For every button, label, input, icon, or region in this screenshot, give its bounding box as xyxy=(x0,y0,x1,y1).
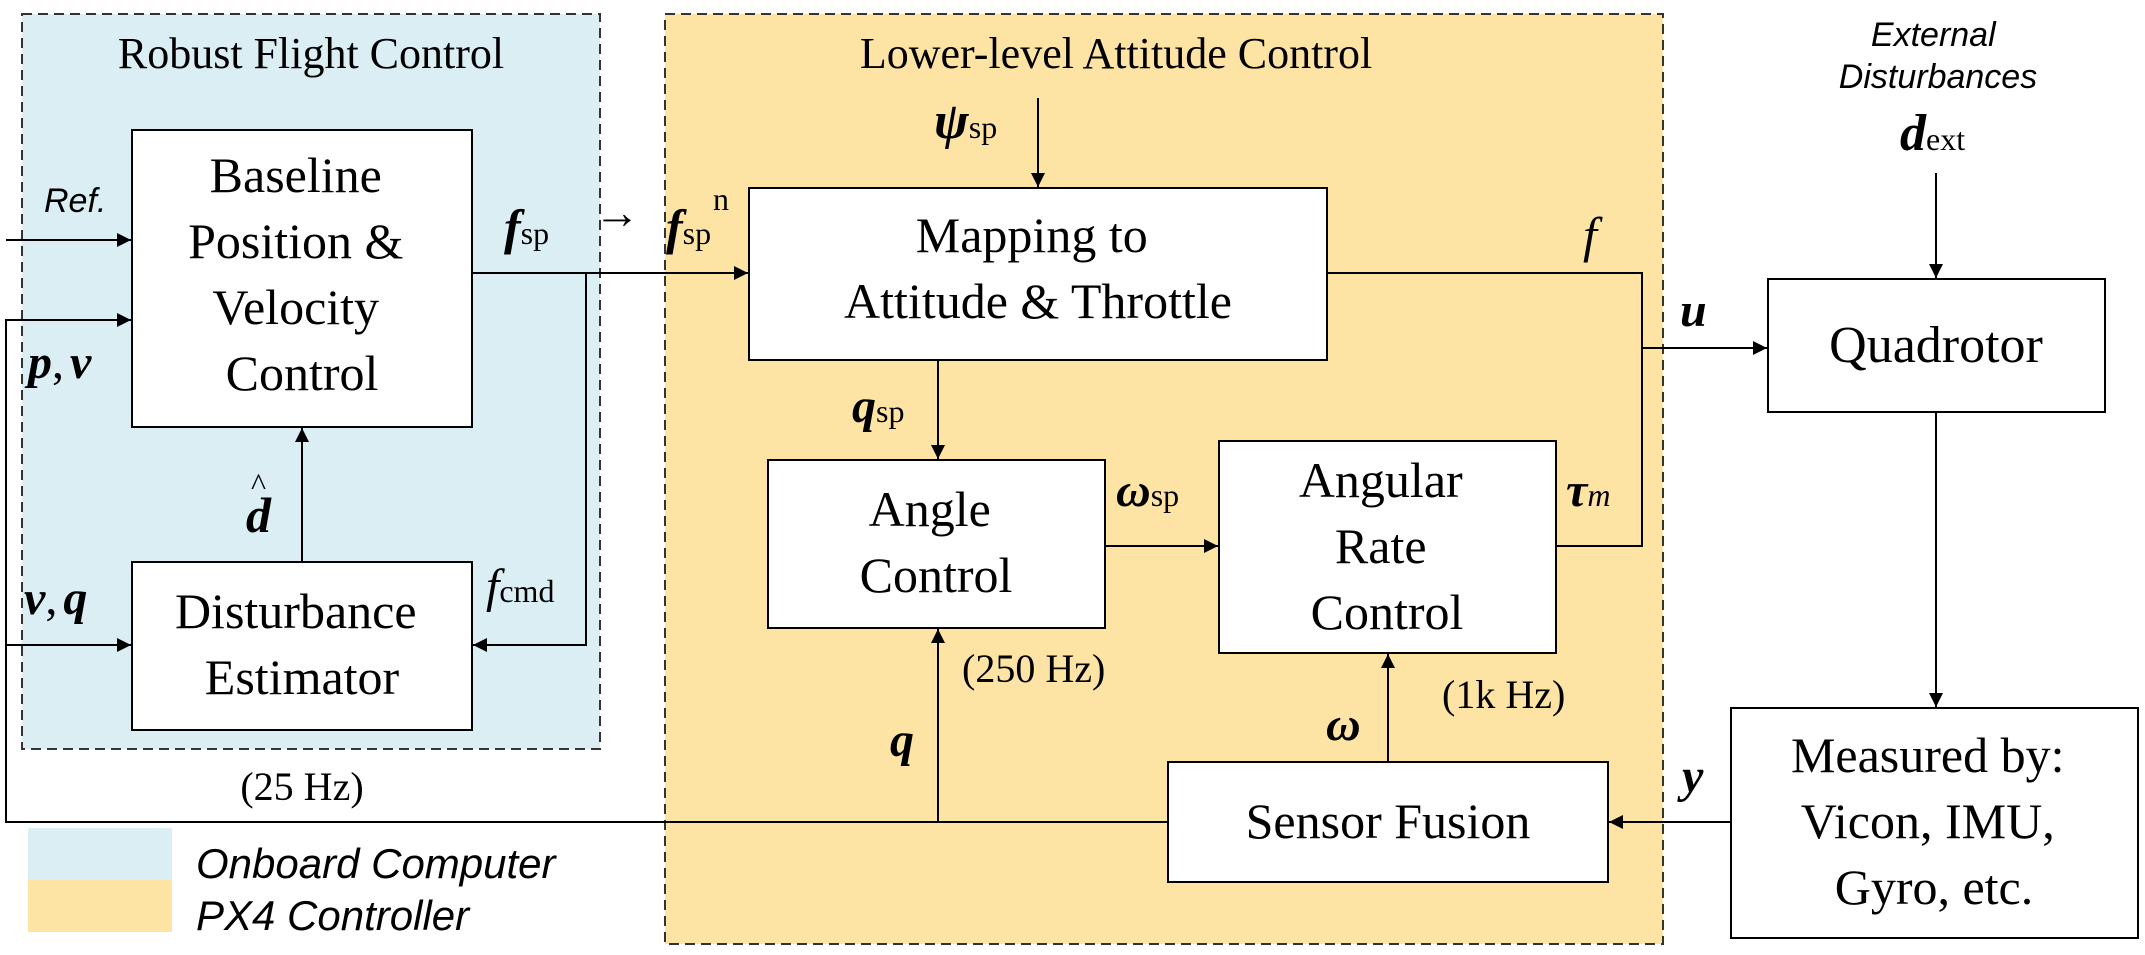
tau-line xyxy=(1556,348,1643,547)
angle-control-label: Angle Control xyxy=(860,481,1013,603)
f-throttle-line xyxy=(1327,272,1643,348)
disturbance-estimator-block xyxy=(131,561,473,731)
measured-by-label: Measured by: Vicon, IMU, Gyro, etc. xyxy=(1791,727,2077,915)
qsp-label: qsp xyxy=(852,380,904,433)
y-label: y xyxy=(1677,750,1704,803)
sensor-fusion-label: Sensor Fusion xyxy=(1246,793,1531,849)
psi-label: ψsp xyxy=(934,93,997,150)
u-label: u xyxy=(1680,284,1707,337)
rate-250hz: (250 Hz) xyxy=(962,646,1105,691)
legend-px4-label: PX4 Controller xyxy=(196,892,471,939)
legend-onboard-label: Onboard Computer xyxy=(196,840,558,887)
fsp-n-label: fsp xyxy=(666,199,711,255)
fcmd-arrow xyxy=(473,273,587,652)
q-feedback-label: q xyxy=(890,714,914,767)
feedback-pv-arrow xyxy=(5,313,1168,823)
angular-rate-label: Angular Rate Control xyxy=(1299,452,1475,640)
lower-region-title: Lower-level Attitude Control xyxy=(860,29,1372,78)
signal-lines xyxy=(5,98,1943,829)
hat-mark: ^ xyxy=(251,466,266,502)
angle-control-block xyxy=(767,459,1106,629)
dext-label: dext xyxy=(1900,105,1965,162)
dhat-label: d xyxy=(246,487,272,543)
estimator-block-label: Disturbance Estimator xyxy=(175,583,429,705)
legend-px4-swatch xyxy=(28,880,172,932)
baseline-block-label: Baseline Position & Velocity Control xyxy=(188,147,416,401)
ref-label: Ref. xyxy=(44,182,106,220)
robust-region-title: Robust Flight Control xyxy=(118,29,504,78)
legend-onboard-swatch xyxy=(28,828,172,880)
rate-1khz: (1k Hz) xyxy=(1442,672,1565,717)
vq-label: v,q xyxy=(24,572,87,625)
omega-sp-label: ωsp xyxy=(1116,464,1179,517)
mapping-block-label: Mapping to Attitude & Throttle xyxy=(844,207,1232,329)
baseline-block xyxy=(131,129,473,428)
fsp-label: fsp xyxy=(504,199,549,255)
quadrotor-label: Quadrotor xyxy=(1829,317,2043,374)
omega-feedback-label: ω xyxy=(1326,698,1361,751)
external-disturbances-title: External Disturbances xyxy=(1839,16,2037,96)
fsp-n-sup: n xyxy=(713,181,729,217)
arrow-to-symbol: → xyxy=(594,187,640,238)
rate-25hz: (25 Hz) xyxy=(240,764,363,809)
pv-label: p,v xyxy=(24,336,92,389)
mapping-block xyxy=(748,187,1328,361)
measured-by-block xyxy=(1730,707,2139,939)
quadrotor-block xyxy=(1767,278,2106,413)
angular-rate-block xyxy=(1218,440,1557,654)
tau-label: τm xyxy=(1566,464,1610,517)
fcmd-label: fcmd xyxy=(486,560,554,613)
